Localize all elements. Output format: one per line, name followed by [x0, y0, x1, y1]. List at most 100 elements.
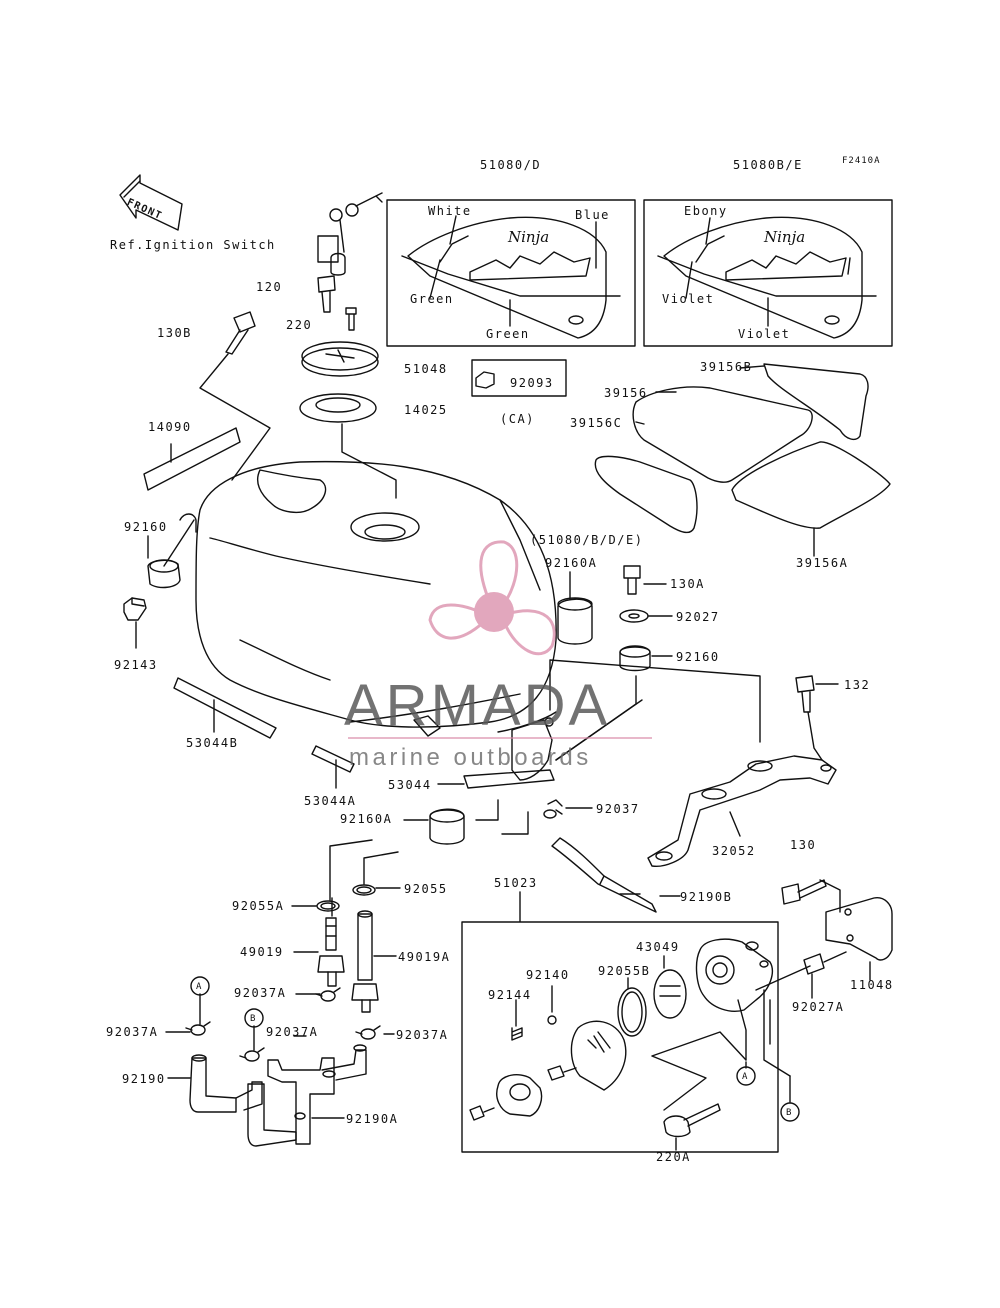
bolt-130b-icon: [199, 311, 271, 481]
plate-43049-icon: [653, 955, 687, 1019]
oring-92055a-icon: [316, 900, 340, 912]
rubber-92160a-lower-icon: [403, 808, 465, 845]
petcock-assembly-box: [461, 891, 779, 1153]
watermark-subtitle: marine outboards: [349, 744, 592, 771]
part-label-51023: 51023: [494, 876, 538, 890]
cap-ring-icon: [299, 393, 397, 499]
hose-53044a-icon: [311, 745, 355, 773]
part-label-92027: 92027: [676, 610, 720, 624]
screw-small-icon: [469, 1105, 495, 1121]
part-label-39156c: 39156C: [570, 416, 623, 430]
hose-92190a-icon: [247, 1044, 367, 1147]
screw-220a-icon: [663, 1103, 721, 1138]
part-label-51048: 51048: [404, 362, 448, 376]
ca-note: (CA): [500, 412, 535, 426]
inset-right-code: 51080B/E: [733, 158, 803, 172]
part-label-92093: 92093: [510, 376, 554, 390]
part-label-14090: 14090: [148, 420, 192, 434]
inset-left-logo: Ninja: [508, 228, 550, 246]
part-label-39156a: 39156A: [796, 556, 849, 570]
callout-b-label: B: [250, 1014, 257, 1024]
inset-left-color-white: White: [428, 204, 472, 218]
knee-pads-icon: [594, 363, 891, 557]
spring-92144-icon: [511, 1027, 523, 1041]
clip-92037-icon: [547, 799, 563, 815]
bracket-32052-icon: [549, 659, 837, 867]
part-label-92037a-2: 92037A: [106, 1025, 159, 1039]
inset-right-logo: Ninja: [764, 228, 806, 246]
part-label-53044a: 53044A: [304, 794, 357, 808]
bolt-130a-icon: [623, 565, 641, 595]
inset-left-color-green-1: Green: [410, 292, 454, 306]
callout-b2-label: B: [786, 1108, 793, 1118]
part-label-14025: 14025: [404, 403, 448, 417]
part-label-92190b: 92190B: [680, 890, 733, 904]
bolt-120-icon: [317, 275, 336, 313]
part-label-92055a: 92055A: [232, 899, 285, 913]
part-label-92160a: 92160A: [545, 556, 598, 570]
bolt-132-icon: [795, 675, 815, 713]
callout-a2-circle: [736, 1066, 756, 1086]
part-label-92037a-3: 92037A: [266, 1025, 319, 1039]
inset-right-box: [643, 199, 893, 347]
callout-a-circle: [190, 976, 210, 996]
inset-right-color-violet-2: Violet: [738, 327, 791, 341]
rubber-92160a-icon: [557, 571, 593, 645]
part-label-92055: 92055: [404, 882, 448, 896]
part-label-92190a: 92190A: [346, 1112, 399, 1126]
part-label-120: 120: [256, 280, 283, 294]
part-label-130b: 130B: [157, 326, 192, 340]
ca-nut-box: [471, 359, 567, 397]
inset-left-box: [386, 199, 636, 347]
bolt-130-icon: [781, 879, 827, 905]
inset-right-color-violet-1: Violet: [662, 292, 715, 306]
part-label-39156: 39156: [604, 386, 648, 400]
callout-a-label: A: [196, 982, 203, 992]
valve-knob-icon: [496, 1074, 543, 1117]
part-label-92037a-1: 92037A: [234, 986, 287, 1000]
part-label-92037: 92037: [596, 802, 640, 816]
part-label-92160: 92160: [124, 520, 168, 534]
valve-49019a-icon: [351, 910, 379, 1013]
callout-b-circle: [244, 1008, 264, 1028]
clips-92037a-icon: [185, 987, 381, 1062]
callout-a2-label: A: [742, 1072, 749, 1082]
fuel-cap-icon: [301, 341, 379, 377]
part-label-130: 130: [790, 838, 817, 852]
hose-53044b-icon: [173, 677, 277, 739]
part-label-92140: 92140: [526, 968, 570, 982]
part-label-53044: 53044: [388, 778, 432, 792]
hose-92190-icon: [167, 1054, 263, 1113]
part-label-53044b: 53044B: [186, 736, 239, 750]
bracket-11048-icon: [825, 897, 893, 961]
fuel-petcock-icon: [695, 938, 791, 1077]
washer-92027-icon: [619, 609, 649, 623]
figure-code: F2410A: [842, 156, 881, 166]
tank-variants-note: (51080/B/D/E): [530, 533, 644, 547]
front-arrow-icon: [119, 174, 183, 231]
ref-ignition-switch-note: Ref.Ignition Switch: [110, 238, 276, 252]
oring-92055-icon: [352, 884, 376, 896]
part-label-92027a: 92027A: [792, 1000, 845, 1014]
washer-92140-icon: [547, 1015, 557, 1025]
part-label-11048: 11048: [850, 978, 894, 992]
watermark-title: ARMADA: [344, 673, 611, 738]
part-label-92160a-lower: 92160A: [340, 812, 393, 826]
part-label-43049: 43049: [636, 940, 680, 954]
oring-92055b-icon: [617, 987, 647, 1037]
inset-left-code: 51080/D: [480, 158, 542, 172]
part-label-49019: 49019: [240, 945, 284, 959]
part-label-220a: 220A: [656, 1150, 691, 1164]
part-label-92160-right: 92160: [676, 650, 720, 664]
part-label-92144: 92144: [488, 988, 532, 1002]
hose-92190b-icon: [551, 837, 657, 913]
part-label-92037a-4: 92037A: [396, 1028, 449, 1042]
part-label-32052: 32052: [712, 844, 756, 858]
ignition-key-icon: [317, 192, 383, 276]
strip-14090-icon: [143, 427, 241, 491]
part-label-49019a: 49019A: [398, 950, 451, 964]
screw-220-icon: [345, 307, 357, 331]
part-label-220: 220: [286, 318, 313, 332]
callout-b2-circle: [780, 1102, 800, 1122]
